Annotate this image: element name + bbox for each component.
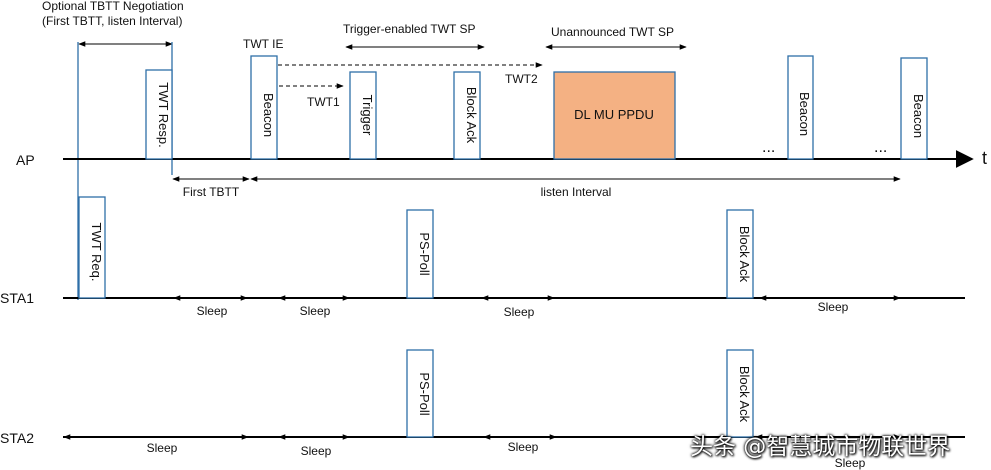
sta1-block-ack-label: Block Ack	[737, 226, 752, 283]
ap-block-ack-label: Block Ack	[464, 87, 479, 144]
listen-interval-label: listen Interval	[541, 185, 612, 199]
sta2-sleep-label-1: Sleep	[147, 441, 178, 455]
first-tbtt-label: First TBTT	[183, 185, 240, 199]
sta2-block-ack-label: Block Ack	[737, 366, 752, 423]
sta2-block-ack-frame: Block Ack	[726, 349, 754, 438]
twt-response-label: TWT Resp.	[156, 82, 171, 148]
trigger-frame: Trigger	[349, 71, 377, 160]
time-axis-label: t	[982, 148, 987, 168]
sta2-sleep-label-4: Sleep	[835, 456, 866, 470]
unannounced-sp-label: Unannounced TWT SP	[551, 25, 674, 39]
dl-mu-ppdu-frame: DL MU PPDU	[553, 71, 676, 160]
sta1-sleep-label-4: Sleep	[818, 300, 849, 314]
twt1-label: TWT1	[307, 95, 340, 109]
beacon-frame-3: Beacon	[900, 57, 928, 160]
twt2-label: TWT2	[505, 72, 538, 86]
twt-request-label: TWT Req.	[89, 223, 104, 282]
ellipsis-2: ...	[874, 139, 887, 156]
twt-request-frame: TWT Req.	[78, 196, 106, 299]
sta1-sleep-label-2: Sleep	[300, 304, 331, 318]
ap-block-ack-frame: Block Ack	[453, 71, 481, 160]
trigger-sp-label: Trigger-enabled TWT SP	[343, 22, 476, 36]
sta2-ps-poll-label: PS-Poll	[417, 372, 432, 415]
sta2-sleep-label-3: Sleep	[508, 440, 539, 454]
ellipsis-1: ...	[762, 139, 775, 156]
beacon-3-label: Beacon	[911, 94, 926, 138]
negotiation-label-line1: Optional TBTT Negotiation	[42, 0, 184, 13]
twt-ie-label: TWT IE	[243, 37, 283, 51]
watermark: 头条 @智慧城市物联世界	[690, 434, 951, 460]
sta1-sleep-label-3: Sleep	[504, 305, 535, 319]
negotiation-label-line2: (First TBTT, listen Interval)	[42, 14, 182, 28]
sta2-sleep-label-2: Sleep	[301, 444, 332, 458]
dl-mu-ppdu-label: DL MU PPDU	[574, 107, 654, 122]
row-label-sta1: STA1	[0, 290, 34, 306]
beacon-frame-2: Beacon	[787, 55, 814, 160]
sta1-sleep-label-1: Sleep	[197, 304, 228, 318]
sta1-block-ack-frame: Block Ack	[726, 209, 754, 299]
sta2-ps-poll-frame: PS-Poll	[406, 349, 434, 438]
row-label-ap: AP	[16, 152, 35, 168]
trigger-label: Trigger	[360, 95, 375, 136]
beacon-frame: Beacon	[250, 55, 278, 160]
beacon-label: Beacon	[261, 93, 276, 137]
twt-response-frame: TWT Resp.	[145, 69, 173, 160]
sta1-ps-poll-label: PS-Poll	[417, 232, 432, 275]
sta1-ps-poll-frame: PS-Poll	[406, 209, 434, 299]
row-label-sta2: STA2	[0, 430, 34, 446]
beacon-2-label: Beacon	[797, 92, 812, 136]
